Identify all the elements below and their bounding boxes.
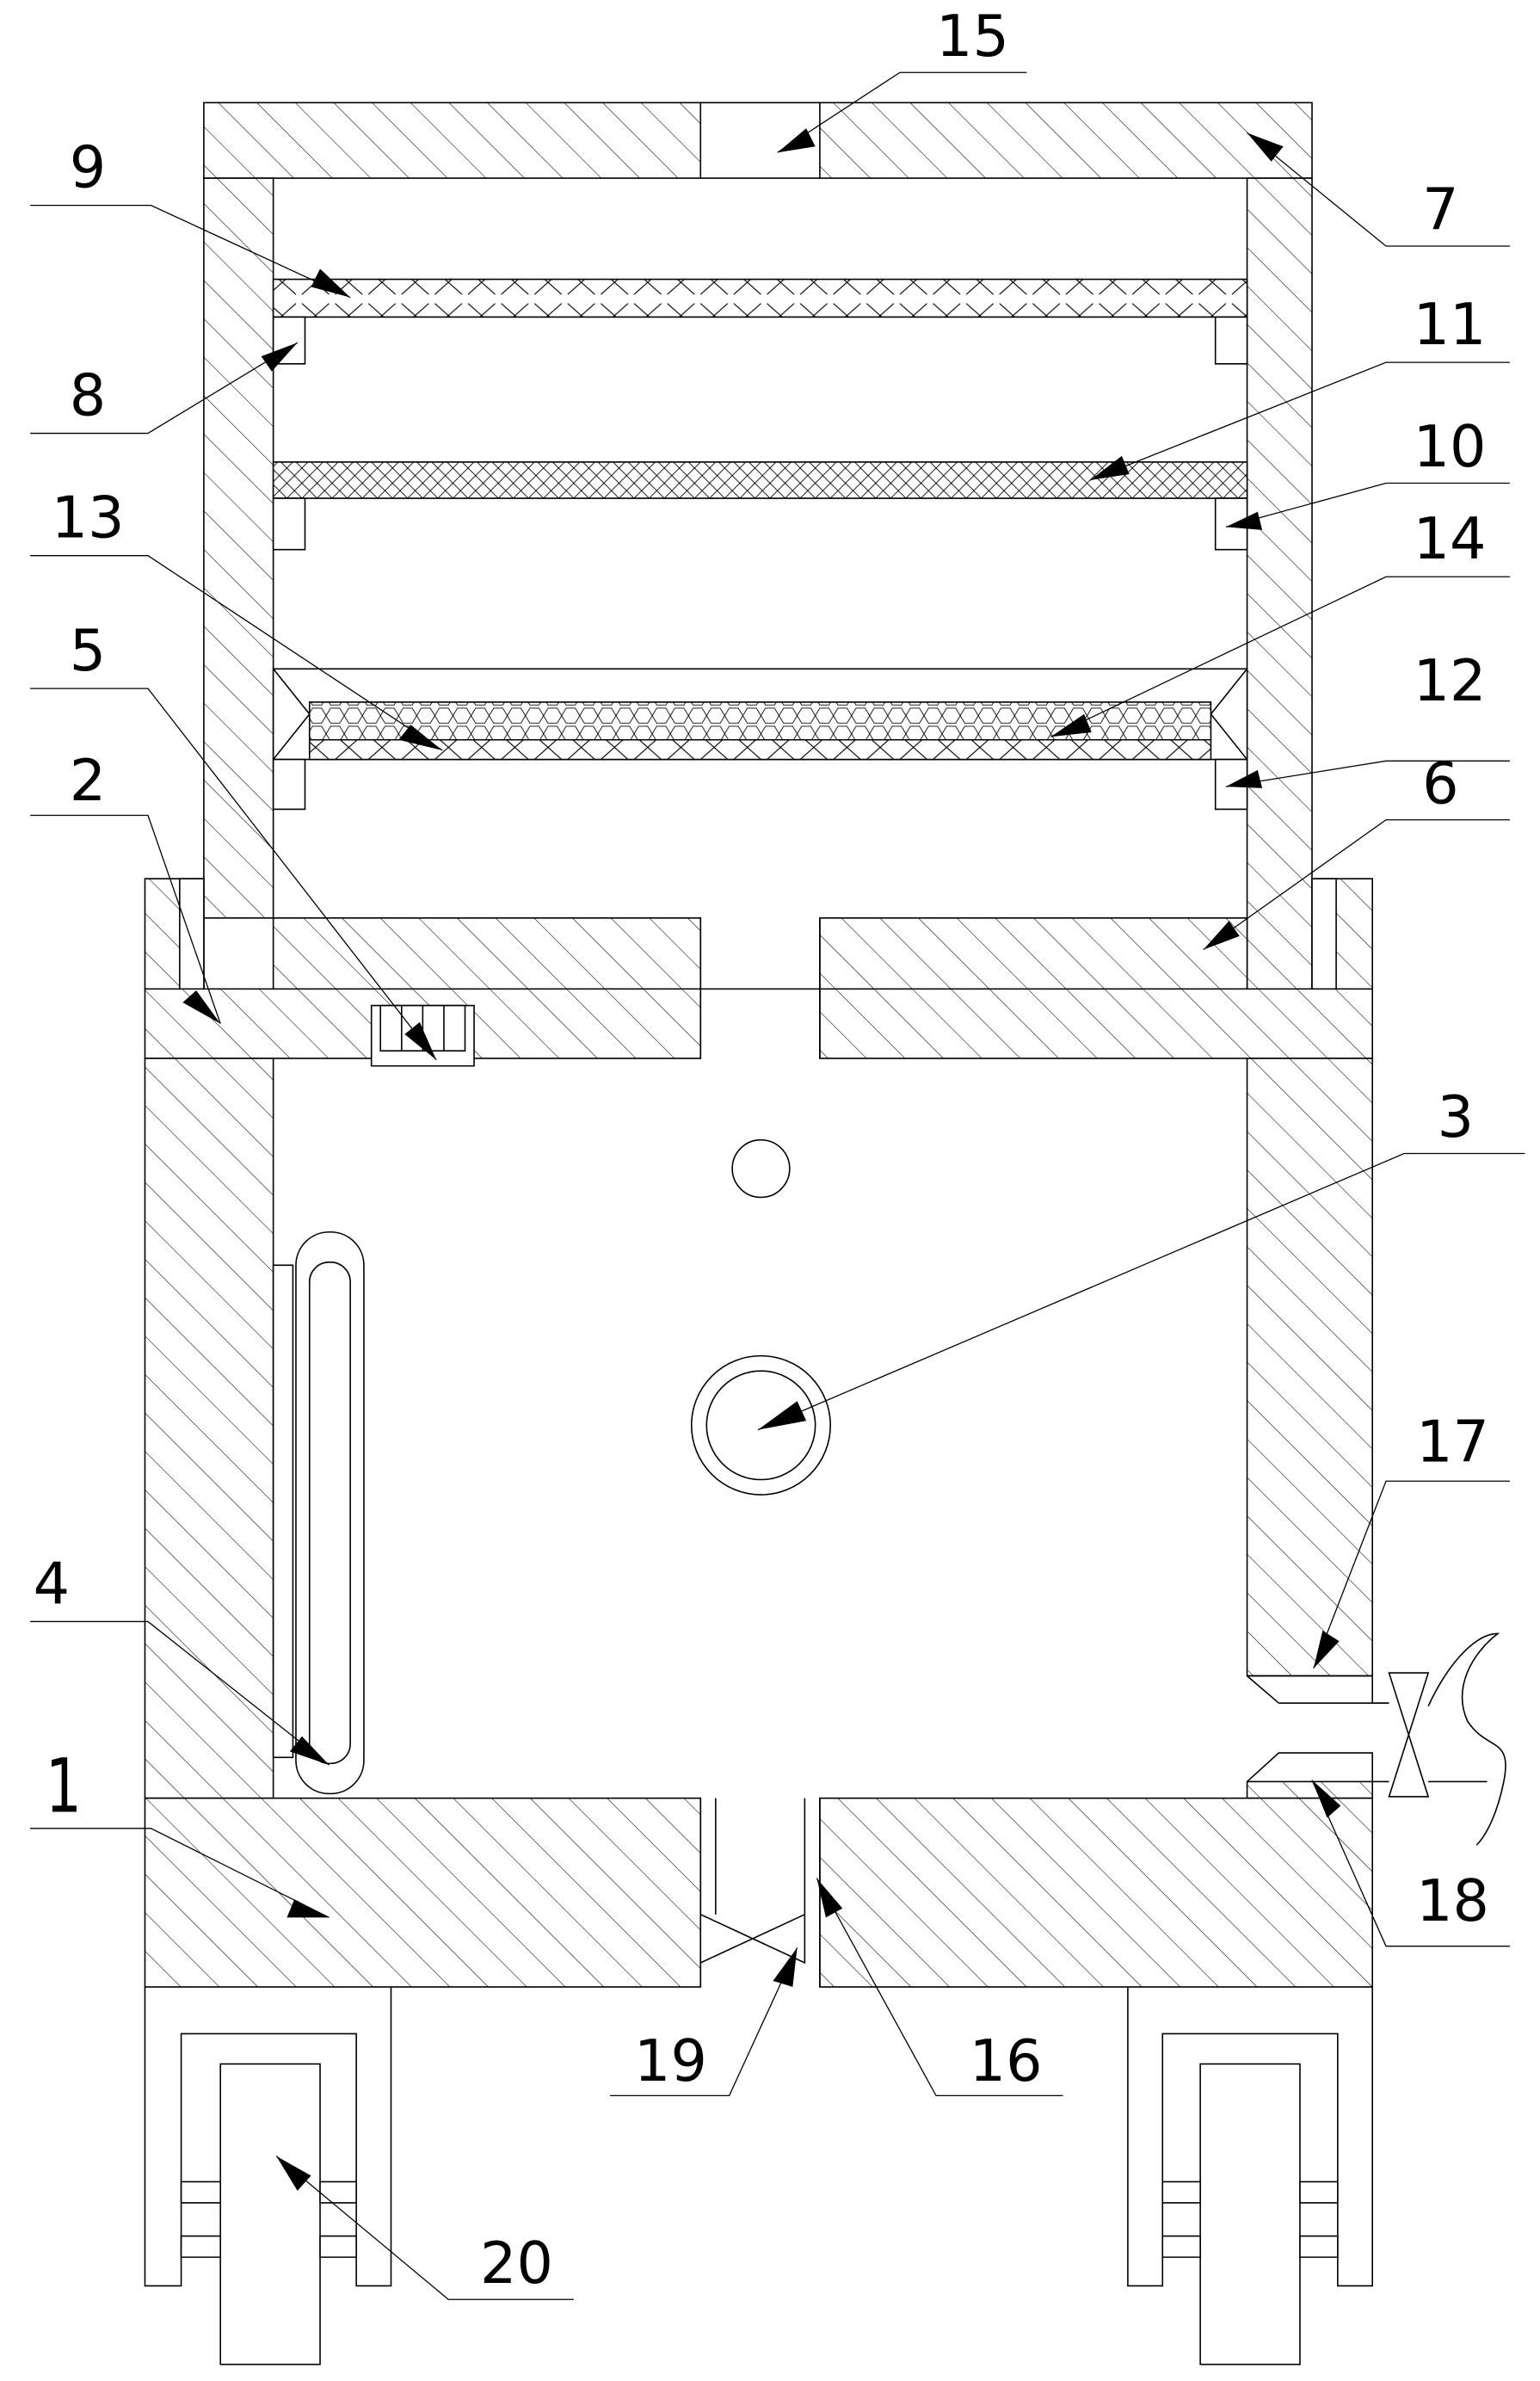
filter-box-left-wall — [204, 178, 274, 918]
label-20: 20 — [480, 2230, 553, 2297]
label-13: 13 — [52, 484, 125, 552]
middle-filter-screen-11 — [274, 462, 1247, 498]
tank-bottom-wall — [145, 1798, 1372, 1987]
upper-filter-screen-9 — [274, 280, 1247, 318]
label-12: 12 — [1414, 647, 1487, 714]
power-cable — [1428, 1633, 1506, 1845]
label-7: 7 — [1422, 176, 1458, 244]
label-17: 17 — [1416, 1408, 1489, 1475]
label-5: 5 — [70, 617, 106, 684]
left-wheel-bracket — [145, 1987, 391, 2365]
level-window-4 — [274, 1232, 364, 1794]
label-9: 9 — [70, 134, 106, 201]
label-6: 6 — [1422, 749, 1458, 817]
tank-right-wall — [1247, 1058, 1373, 1798]
lower-filter-frame-13 — [274, 669, 1247, 759]
label-15: 15 — [936, 3, 1009, 70]
label-11: 11 — [1414, 291, 1487, 358]
filter-box-top-plate — [204, 102, 1312, 178]
reference-numerals: 1 2 3 4 5 6 7 8 9 10 11 12 13 14 15 16 1… — [34, 3, 1489, 2297]
stirrer-3 — [692, 1356, 830, 1495]
label-2: 2 — [70, 747, 106, 814]
label-1: 1 — [46, 1743, 82, 1830]
label-19: 19 — [634, 2027, 707, 2094]
label-14: 14 — [1414, 505, 1487, 572]
lid-plate — [145, 989, 1372, 1058]
label-8: 8 — [70, 362, 106, 429]
sensor-hole — [732, 1140, 790, 1198]
label-10: 10 — [1414, 413, 1487, 480]
center-pipe-upper — [700, 918, 820, 1058]
drain-pipe-16 — [700, 1798, 820, 1987]
outlet-valve-18 — [1389, 1673, 1488, 1797]
label-3: 3 — [1438, 1083, 1474, 1150]
leader-arrowheads — [182, 128, 1341, 2191]
filter-box-right-wall — [1247, 178, 1312, 989]
leader-lines — [30, 72, 1525, 2299]
label-18: 18 — [1416, 1867, 1489, 1934]
outlet-pipe-17 — [1247, 1676, 1389, 1782]
label-16: 16 — [970, 2027, 1043, 2094]
label-4: 4 — [34, 1550, 70, 1617]
tank-left-wall — [145, 1058, 273, 1798]
filter-box-bottom-plate — [204, 918, 1247, 989]
right-wheel-bracket — [1128, 1987, 1372, 2365]
